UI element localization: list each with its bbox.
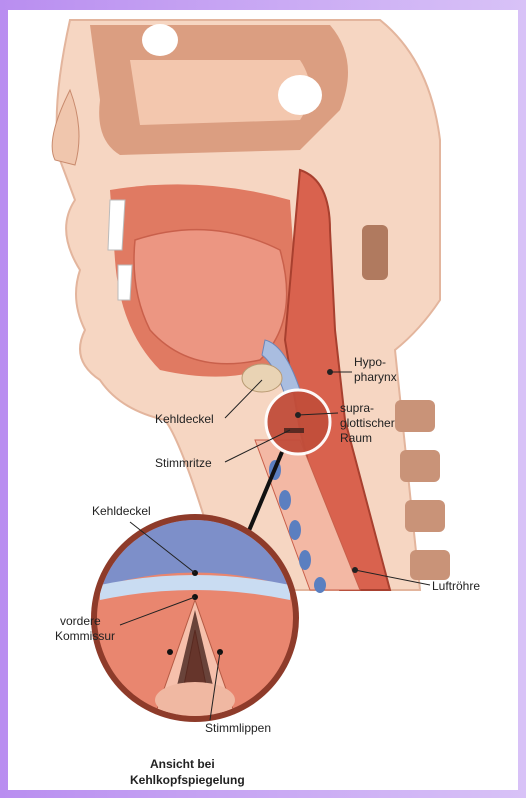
hyoid	[242, 364, 282, 392]
supraglottic-circle	[266, 390, 330, 454]
vertebra-1	[362, 225, 388, 280]
vocal-fold-side	[284, 428, 304, 433]
label-hypopharynx-1: Hypo-	[354, 355, 386, 369]
vertebra-5	[410, 550, 450, 580]
vertebra-3	[400, 450, 440, 482]
label-stimmritze: Stimmritze	[155, 456, 212, 470]
label-stimmlippen: Stimmlippen	[205, 721, 271, 735]
label-hypopharynx-2: pharynx	[354, 370, 397, 384]
caption-line-2: Kehlkopfspiegelung	[130, 773, 245, 787]
teeth-lower	[118, 265, 132, 300]
inset-dot-fold-left	[167, 649, 173, 655]
label-supraglottic-1: supra-	[340, 401, 374, 415]
label-vordere-2: Kommissur	[55, 629, 115, 643]
sinus-2	[278, 75, 322, 115]
label-kehldeckel-side: Kehldeckel	[155, 412, 214, 426]
label-vordere-1: vordere	[60, 614, 101, 628]
sinus-1	[142, 24, 178, 56]
vertebra-2	[395, 400, 435, 432]
caption-line-1: Ansicht bei	[150, 757, 215, 771]
label-luftroehre: Luftröhre	[432, 579, 480, 593]
label-kehldeckel-inset: Kehldeckel	[92, 504, 151, 518]
label-supraglottic-2: glottischer	[340, 416, 395, 430]
teeth-upper	[108, 200, 125, 250]
label-supraglottic-3: Raum	[340, 431, 372, 445]
vertebra-4	[405, 500, 445, 532]
